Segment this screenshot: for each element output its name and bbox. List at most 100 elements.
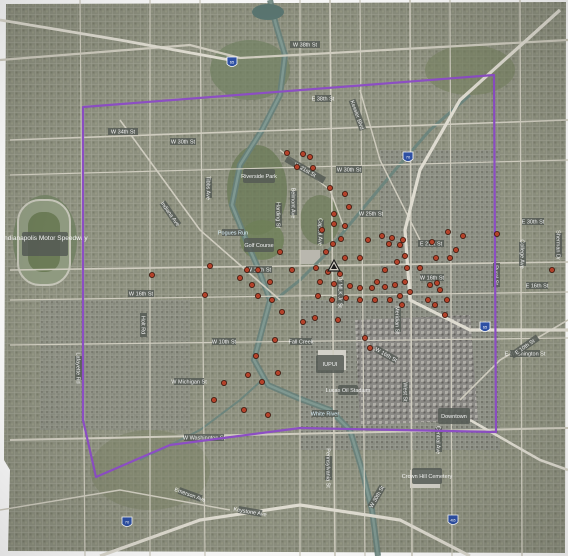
site-marker-icon[interactable] xyxy=(299,318,306,325)
site-marker-icon[interactable] xyxy=(330,280,337,287)
cemetery-label: Crown Hill Cemetery xyxy=(402,474,453,480)
site-marker-icon[interactable] xyxy=(330,210,337,217)
site-marker-icon[interactable] xyxy=(433,279,440,286)
downtown-label: Downtown xyxy=(441,414,467,420)
site-marker-icon[interactable] xyxy=(443,296,450,303)
site-marker-icon[interactable] xyxy=(264,411,271,418)
site-marker-icon[interactable] xyxy=(441,311,448,318)
site-marker-icon[interactable] xyxy=(252,352,259,359)
site-marker-icon[interactable] xyxy=(244,371,251,378)
site-marker-icon[interactable] xyxy=(371,296,378,303)
site-marker-icon[interactable] xyxy=(274,369,281,376)
site-marker-icon[interactable] xyxy=(386,296,393,303)
site-marker-icon[interactable] xyxy=(334,316,341,323)
site-marker-icon[interactable] xyxy=(236,274,243,281)
site-marker-icon[interactable] xyxy=(452,246,459,253)
site-marker-icon[interactable] xyxy=(432,254,439,261)
site-marker-icon[interactable] xyxy=(311,314,318,321)
site-marker-icon[interactable] xyxy=(356,254,363,261)
site-marker-icon[interactable] xyxy=(330,220,337,227)
site-marker-icon[interactable] xyxy=(393,258,400,265)
site-marker-icon[interactable] xyxy=(288,266,295,273)
site-marker-icon[interactable] xyxy=(254,266,261,273)
site-marker-icon[interactable] xyxy=(278,308,285,315)
site-marker-icon[interactable] xyxy=(368,284,375,291)
site-marker-icon[interactable] xyxy=(322,248,329,255)
site-marker-icon[interactable] xyxy=(283,149,290,156)
site-marker-icon[interactable] xyxy=(240,406,247,413)
site-marker-icon[interactable] xyxy=(356,296,363,303)
site-marker-icon[interactable] xyxy=(254,292,261,299)
site-marker-icon[interactable] xyxy=(385,240,392,247)
site-marker-icon[interactable] xyxy=(398,301,405,308)
site-marker-icon[interactable] xyxy=(549,266,556,273)
site-marker-icon[interactable] xyxy=(312,264,319,271)
site-marker-icon[interactable] xyxy=(341,222,348,229)
site-marker-icon[interactable] xyxy=(446,254,453,261)
site-marker-icon[interactable] xyxy=(266,278,273,285)
i-65-east-shield-icon: 65 xyxy=(479,321,491,332)
site-marker-icon[interactable] xyxy=(426,281,433,288)
site-marker-icon[interactable] xyxy=(401,252,408,259)
site-marker-icon[interactable] xyxy=(328,296,335,303)
site-marker-icon[interactable] xyxy=(493,230,500,237)
site-marker-icon[interactable] xyxy=(424,296,431,303)
site-marker-icon[interactable] xyxy=(318,226,325,233)
street-label: Meridian St xyxy=(394,306,400,334)
site-marker-icon[interactable] xyxy=(326,184,333,191)
site-marker-icon[interactable] xyxy=(401,278,408,285)
site-marker-icon[interactable] xyxy=(388,234,395,241)
site-marker-icon[interactable] xyxy=(268,296,275,303)
site-marker-icon[interactable] xyxy=(356,284,363,291)
site-marker-icon[interactable] xyxy=(459,232,466,239)
site-marker-icon[interactable] xyxy=(378,232,385,239)
site-marker-icon[interactable] xyxy=(342,294,349,301)
site-marker-icon[interactable] xyxy=(428,238,435,245)
site-marker-icon[interactable] xyxy=(148,271,155,278)
site-marker-icon[interactable] xyxy=(364,236,371,243)
site-marker-icon[interactable] xyxy=(314,292,321,299)
site-marker-icon[interactable] xyxy=(329,240,336,247)
site-marker-icon[interactable] xyxy=(258,378,265,385)
site-marker-icon[interactable] xyxy=(381,283,388,290)
site-marker-icon[interactable] xyxy=(309,164,316,171)
site-marker-icon[interactable] xyxy=(220,379,227,386)
site-marker-icon[interactable] xyxy=(271,336,278,343)
shield-label: 465 xyxy=(450,519,456,523)
site-marker-icon[interactable] xyxy=(276,248,283,255)
site-marker-icon[interactable] xyxy=(206,262,213,269)
site-marker-icon[interactable] xyxy=(431,301,438,308)
site-marker-icon[interactable] xyxy=(248,281,255,288)
site-marker-icon[interactable] xyxy=(396,292,403,299)
site-marker-icon[interactable] xyxy=(381,266,388,273)
site-marker-icon[interactable] xyxy=(201,291,208,298)
site-marker-icon[interactable] xyxy=(337,235,344,242)
site-marker-icon[interactable] xyxy=(336,270,343,277)
site-marker-icon[interactable] xyxy=(366,344,373,351)
site-marker-icon[interactable] xyxy=(243,266,250,273)
street-label: Lafayette Rd xyxy=(75,352,81,383)
site-marker-icon[interactable] xyxy=(444,228,451,235)
site-marker-icon[interactable] xyxy=(210,396,217,403)
site-marker-icon[interactable] xyxy=(406,288,413,295)
site-marker-icon[interactable] xyxy=(345,203,352,210)
site-marker-icon[interactable] xyxy=(293,163,300,170)
site-marker-icon[interactable] xyxy=(373,278,380,285)
site-marker-icon[interactable] xyxy=(416,264,423,271)
site-marker-icon[interactable] xyxy=(316,278,323,285)
speedway-label: Indianapolis Motor Speedway xyxy=(2,235,88,242)
site-marker-icon[interactable] xyxy=(361,334,368,341)
site-marker-icon[interactable] xyxy=(306,153,313,160)
site-marker-icon[interactable] xyxy=(403,264,410,271)
site-marker-icon[interactable] xyxy=(346,282,353,289)
site-marker-icon[interactable] xyxy=(436,286,443,293)
street-label: W 10th St xyxy=(212,340,237,346)
site-marker-icon[interactable] xyxy=(341,190,348,197)
site-marker-icon[interactable] xyxy=(299,150,306,157)
site-marker-icon[interactable] xyxy=(391,281,398,288)
site-marker-icon[interactable] xyxy=(396,241,403,248)
street-label: Holt Rd xyxy=(140,316,146,334)
site-marker-icon[interactable] xyxy=(341,254,348,261)
site-marker-icon[interactable] xyxy=(399,236,406,243)
